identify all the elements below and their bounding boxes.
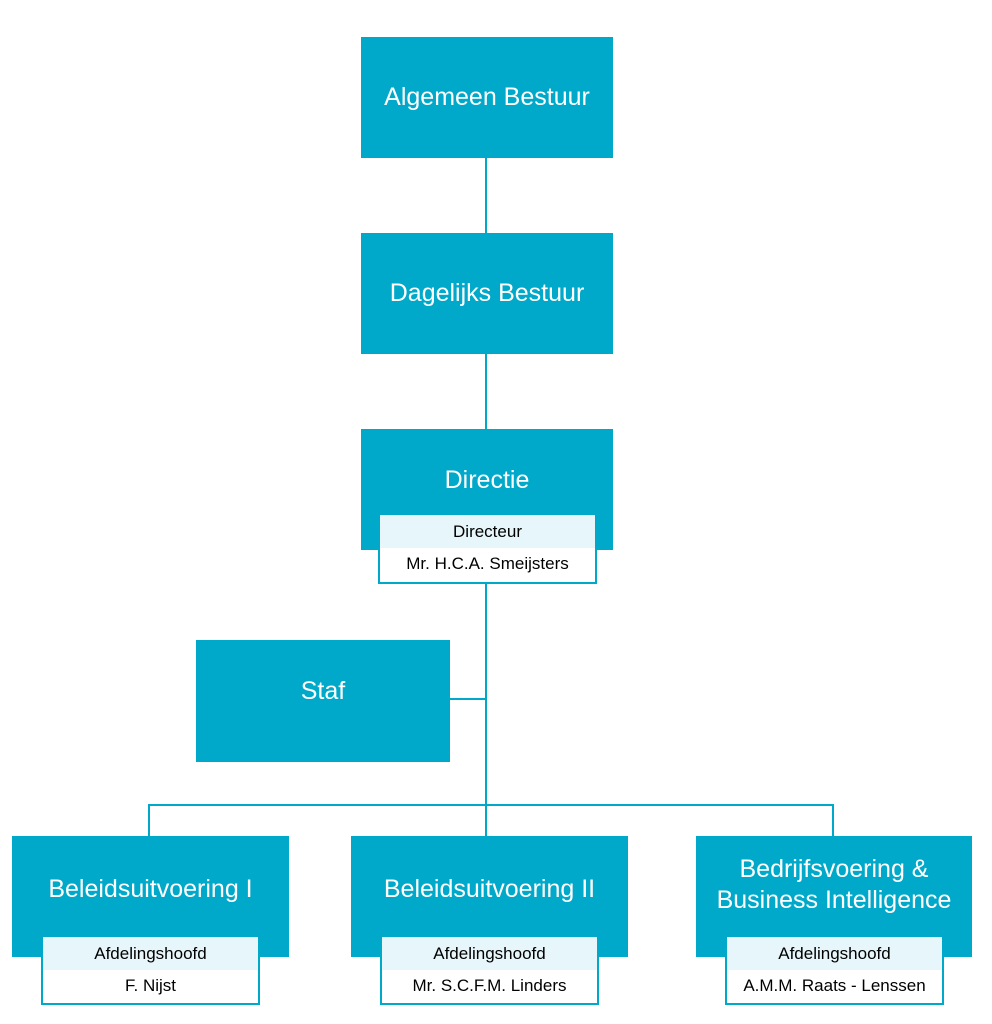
node-staf: Staf bbox=[196, 640, 450, 762]
node-bedrijfsvoering-title-line1: Bedrijfsvoering & bbox=[739, 855, 929, 883]
connector-directie-trunk bbox=[485, 584, 487, 806]
connector-horizontal-bar bbox=[148, 804, 834, 806]
node-staf-title: Staf bbox=[300, 677, 346, 705]
beleid2-role: Afdelingshoofd bbox=[382, 937, 597, 970]
bedrijf-person: A.M.M. Raats - Lenssen bbox=[727, 970, 942, 1001]
beleid1-role: Afdelingshoofd bbox=[43, 937, 258, 970]
bedrijf-card: Afdelingshoofd A.M.M. Raats - Lenssen bbox=[725, 935, 944, 1005]
connector-beleid1 bbox=[148, 804, 150, 836]
directie-role: Directeur bbox=[380, 515, 595, 548]
beleid2-person: Mr. S.C.F.M. Linders bbox=[382, 970, 597, 1001]
connector-beleid2 bbox=[485, 804, 487, 836]
node-directie-title: Directie bbox=[444, 466, 530, 494]
node-beleidsuitvoering-1-title: Beleidsuitvoering I bbox=[48, 875, 253, 903]
beleid2-card: Afdelingshoofd Mr. S.C.F.M. Linders bbox=[380, 935, 599, 1005]
node-algemeen-bestuur-title: Algemeen Bestuur bbox=[384, 82, 590, 111]
connector-bedrijf bbox=[832, 804, 834, 836]
connector-algemeen-dagelijks bbox=[485, 158, 487, 233]
beleid1-person: F. Nijst bbox=[43, 970, 258, 1001]
node-algemeen-bestuur: Algemeen Bestuur bbox=[361, 37, 613, 158]
node-dagelijks-bestuur: Dagelijks Bestuur bbox=[361, 233, 613, 354]
node-bedrijfsvoering-title-line2: Business Intelligence bbox=[716, 886, 952, 915]
node-beleidsuitvoering-2-title: Beleidsuitvoering II bbox=[383, 875, 596, 903]
beleid1-card: Afdelingshoofd F. Nijst bbox=[41, 935, 260, 1005]
connector-dagelijks-directie bbox=[485, 354, 487, 429]
directie-card: Directeur Mr. H.C.A. Smeijsters bbox=[378, 513, 597, 584]
directie-person: Mr. H.C.A. Smeijsters bbox=[380, 548, 595, 579]
bedrijf-role: Afdelingshoofd bbox=[727, 937, 942, 970]
connector-staf bbox=[450, 698, 486, 700]
node-dagelijks-bestuur-title: Dagelijks Bestuur bbox=[389, 278, 585, 307]
